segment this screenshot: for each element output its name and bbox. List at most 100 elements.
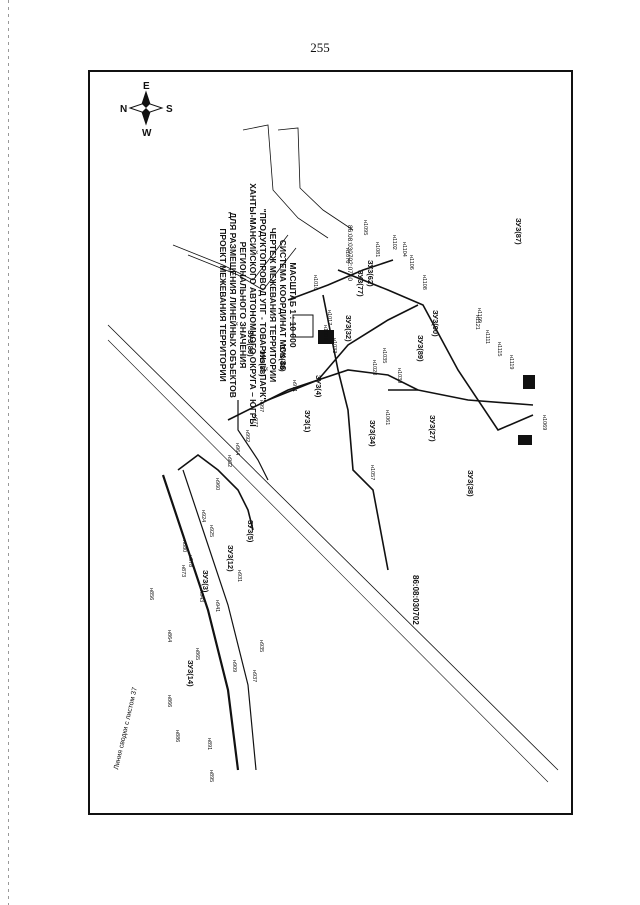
- point-label: н873: [180, 565, 186, 577]
- page-number: 255: [310, 40, 330, 55]
- point-label: н992: [244, 430, 250, 442]
- compass-n: N: [120, 104, 127, 115]
- zone-label: ЗУ3(38): [466, 470, 475, 497]
- point-label: н997: [258, 400, 264, 412]
- point-label: н1069: [541, 415, 547, 430]
- zone-label: ЗУ3(88): [258, 350, 267, 377]
- point-label: н864: [166, 630, 172, 642]
- network-branch-4: [337, 269, 534, 431]
- compass-w: W: [142, 128, 152, 139]
- quarter-number: 86:08:030702:0740: [346, 225, 353, 281]
- point-label: н1061: [384, 410, 390, 425]
- title-line-1: ПРОЕКТ МЕЖЕВАНИЯ ТЕРРИТОРИИ: [218, 228, 228, 381]
- point-label: н1081: [374, 242, 380, 257]
- pad-structure-4: [523, 375, 535, 389]
- quarter-boundary-line-2: [107, 339, 549, 783]
- pad-structure-2: [318, 330, 334, 344]
- title-block: ПРОЕКТ МЕЖЕВАНИЯ ТЕРРИТОРИИ ДЛЯ РАЗМЕЩЕН…: [218, 183, 298, 427]
- point-label: н1102: [391, 235, 397, 250]
- zone-label: ЗУ3(80): [246, 330, 255, 357]
- point-label: н880: [181, 540, 187, 552]
- point-label: н964: [234, 443, 240, 455]
- network-branch-7: [237, 400, 269, 481]
- point-label: н1057: [369, 465, 375, 480]
- zone-label: ЗУ3(14): [186, 660, 195, 687]
- title-line-2: ДЛЯ РАЗМЕЩЕНИЯ ЛИНЕЙНЫХ ОБЪЕКТОВ: [228, 212, 239, 398]
- point-label: н1076: [344, 248, 350, 263]
- point-label: н895: [208, 770, 214, 782]
- pipeline-corridor-edge: [182, 469, 257, 771]
- zone-label: ЗУ3(90): [431, 310, 440, 337]
- boundary-note: Линия сводки с листом 37: [113, 687, 139, 771]
- network-branch-6: [322, 294, 389, 571]
- point-label: н925: [208, 525, 214, 537]
- point-label: н1039: [396, 368, 402, 383]
- page-edge-mark: [8, 0, 9, 905]
- title-line-7: СИСТЕМА КООРДИНАТ МСК-86: [278, 240, 288, 371]
- compass-s: S: [166, 104, 173, 115]
- point-label: н943: [198, 590, 204, 602]
- zone-label: ЗУ3(87): [514, 218, 523, 245]
- zone-label: ЗУ3(77): [356, 270, 365, 297]
- point-label: н924: [200, 510, 206, 522]
- point-label: н886: [174, 730, 180, 742]
- road-outline: [242, 124, 329, 239]
- point-label: н977: [252, 415, 258, 427]
- road-outline-4: [187, 247, 297, 291]
- point-label: н1035: [381, 348, 387, 363]
- pipeline-corridor: [161, 474, 240, 771]
- road-outline-3: [172, 234, 289, 281]
- network-branch-3: [287, 259, 394, 301]
- title-line-4: ХАНТЫ-МАНСИЙСКОГО АВТОНОМНОГО ОКРУГА – Ю…: [248, 183, 259, 427]
- network-branch-5: [388, 389, 534, 406]
- point-label: н962: [226, 455, 232, 467]
- point-label: н931: [236, 570, 242, 582]
- zone-label: ЗУ3(4): [314, 375, 323, 398]
- zone-label: ЗУ3(5): [246, 520, 255, 543]
- quarter-boundary-line: [107, 324, 559, 771]
- title-line-8: МАСШТАБ 1 : 10 000: [288, 262, 298, 348]
- zone-label: ЗУ3(89): [416, 335, 425, 362]
- point-label: н878: [187, 555, 193, 567]
- zone-label: ЗУ3(62): [366, 260, 375, 287]
- zone-label: ЗУ3(32): [344, 315, 353, 342]
- point-label: н856: [148, 588, 154, 600]
- compass-rose: N E S W: [120, 81, 173, 139]
- zone-label: ЗУ3(27): [428, 415, 437, 442]
- point-label: н1109: [476, 308, 482, 323]
- zone-label: ЗУ3(1): [303, 410, 312, 433]
- zone-label: ЗУ3(3): [201, 570, 210, 593]
- point-label: н937: [251, 670, 257, 682]
- point-label: н941: [214, 600, 220, 612]
- zone-label: ЗУ3(12): [226, 545, 235, 572]
- point-label: н1119: [508, 355, 514, 369]
- network-main: [177, 454, 254, 531]
- point-label: н1001: [322, 325, 328, 340]
- pad-structure: [292, 314, 314, 338]
- zone-label: ЗУ3(48): [278, 345, 287, 372]
- point-label: н1111: [484, 330, 490, 344]
- point-label: н866: [166, 695, 172, 707]
- point-label: н960: [214, 478, 220, 490]
- point-label: н971: [291, 380, 297, 392]
- road-outline-2: [277, 127, 354, 231]
- point-label: н1010: [312, 275, 318, 290]
- point-label: н935: [258, 640, 264, 652]
- point-label: н1115: [496, 342, 502, 356]
- point-label: н1095: [362, 220, 368, 235]
- title-line-6: ЧЕРТЕЖ МЕЖЕВАНИЯ ТЕРРИТОРИИ: [268, 228, 278, 383]
- point-label: н1108: [421, 275, 427, 290]
- point-label: н1121: [474, 315, 480, 330]
- compass-e: E: [143, 81, 150, 92]
- point-label: н1104: [401, 242, 407, 257]
- point-label: н891: [206, 738, 212, 750]
- point-label: н1106: [408, 255, 414, 270]
- point-label: н1017: [326, 310, 332, 325]
- point-label: н865: [194, 648, 200, 660]
- cadastral-map: ПРОЕКТ МЕЖЕВАНИЯ ТЕРРИТОРИИ ДЛЯ РАЗМЕЩЕН…: [107, 81, 559, 783]
- network-branch-2: [267, 304, 419, 401]
- quarter-number: 86:08:030702: [411, 575, 420, 625]
- point-label: н1028: [371, 360, 377, 375]
- zone-label: ЗУ3(34): [368, 420, 377, 447]
- map-frame: [88, 70, 573, 815]
